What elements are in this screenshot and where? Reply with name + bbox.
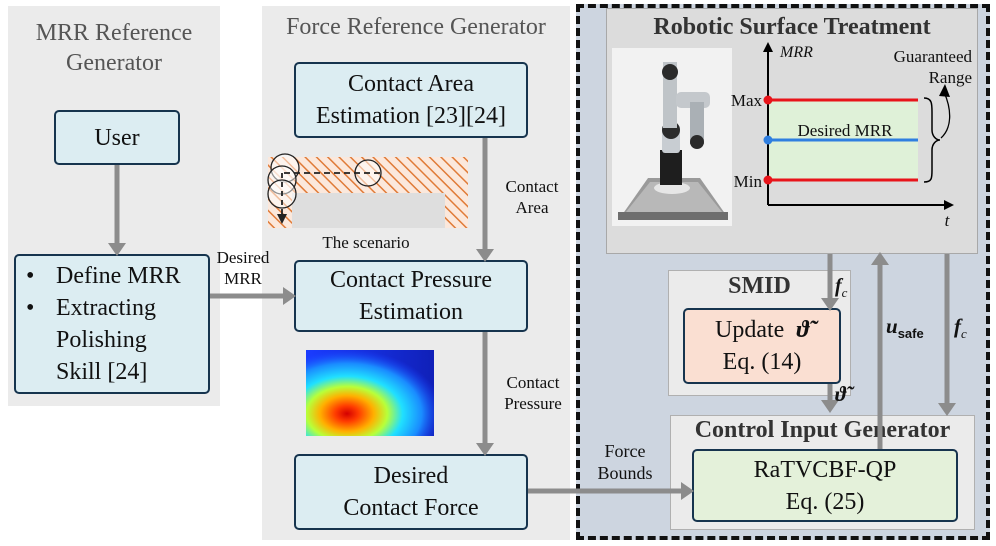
theta-tilde-label: ϑ̃ xyxy=(835,382,847,406)
contact-area-edge-label: Contact Area xyxy=(505,177,559,217)
desired-mrr-plot-label: Desired MRR xyxy=(797,121,893,140)
min-label: Min xyxy=(733,172,762,191)
usafe-label: usafe xyxy=(886,314,924,342)
scenario-caption: The scenario xyxy=(322,233,410,252)
bullet-define-mrr: Define MRR xyxy=(56,263,181,289)
plot-x-label: t xyxy=(944,211,950,230)
contact-pressure-edge-label: Contact Pressure xyxy=(504,373,562,413)
user-box: User xyxy=(54,110,180,165)
force-bounds-edge-label: Force Bounds xyxy=(597,441,653,483)
fc-label-qp: fc xyxy=(954,314,967,342)
define-mrr-box: •Define MRR •Extracting Polishing Skill … xyxy=(14,254,210,394)
force-panel-title: Force Reference Generator xyxy=(286,14,546,40)
smid-title: SMID xyxy=(728,273,791,299)
desired-mrr-edge-label: Desired MRR xyxy=(216,248,270,288)
guaranteed-range-label: Guaranteed Range xyxy=(893,47,972,87)
plot-y-label: MRR xyxy=(780,44,813,61)
bullet-extracting-skill: Extracting Polishing Skill [24] xyxy=(56,295,156,385)
max-label: Max xyxy=(730,91,762,110)
fc-label-smid: fc xyxy=(835,275,848,301)
mrr-panel-title: MRR Reference Generator xyxy=(35,20,193,76)
update-theta-box: Update ϑ̃ Eq. (14) xyxy=(683,308,841,384)
control-input-title: Control Input Generator xyxy=(694,417,951,443)
robot-panel-title: Robotic Surface Treatment xyxy=(653,14,931,40)
